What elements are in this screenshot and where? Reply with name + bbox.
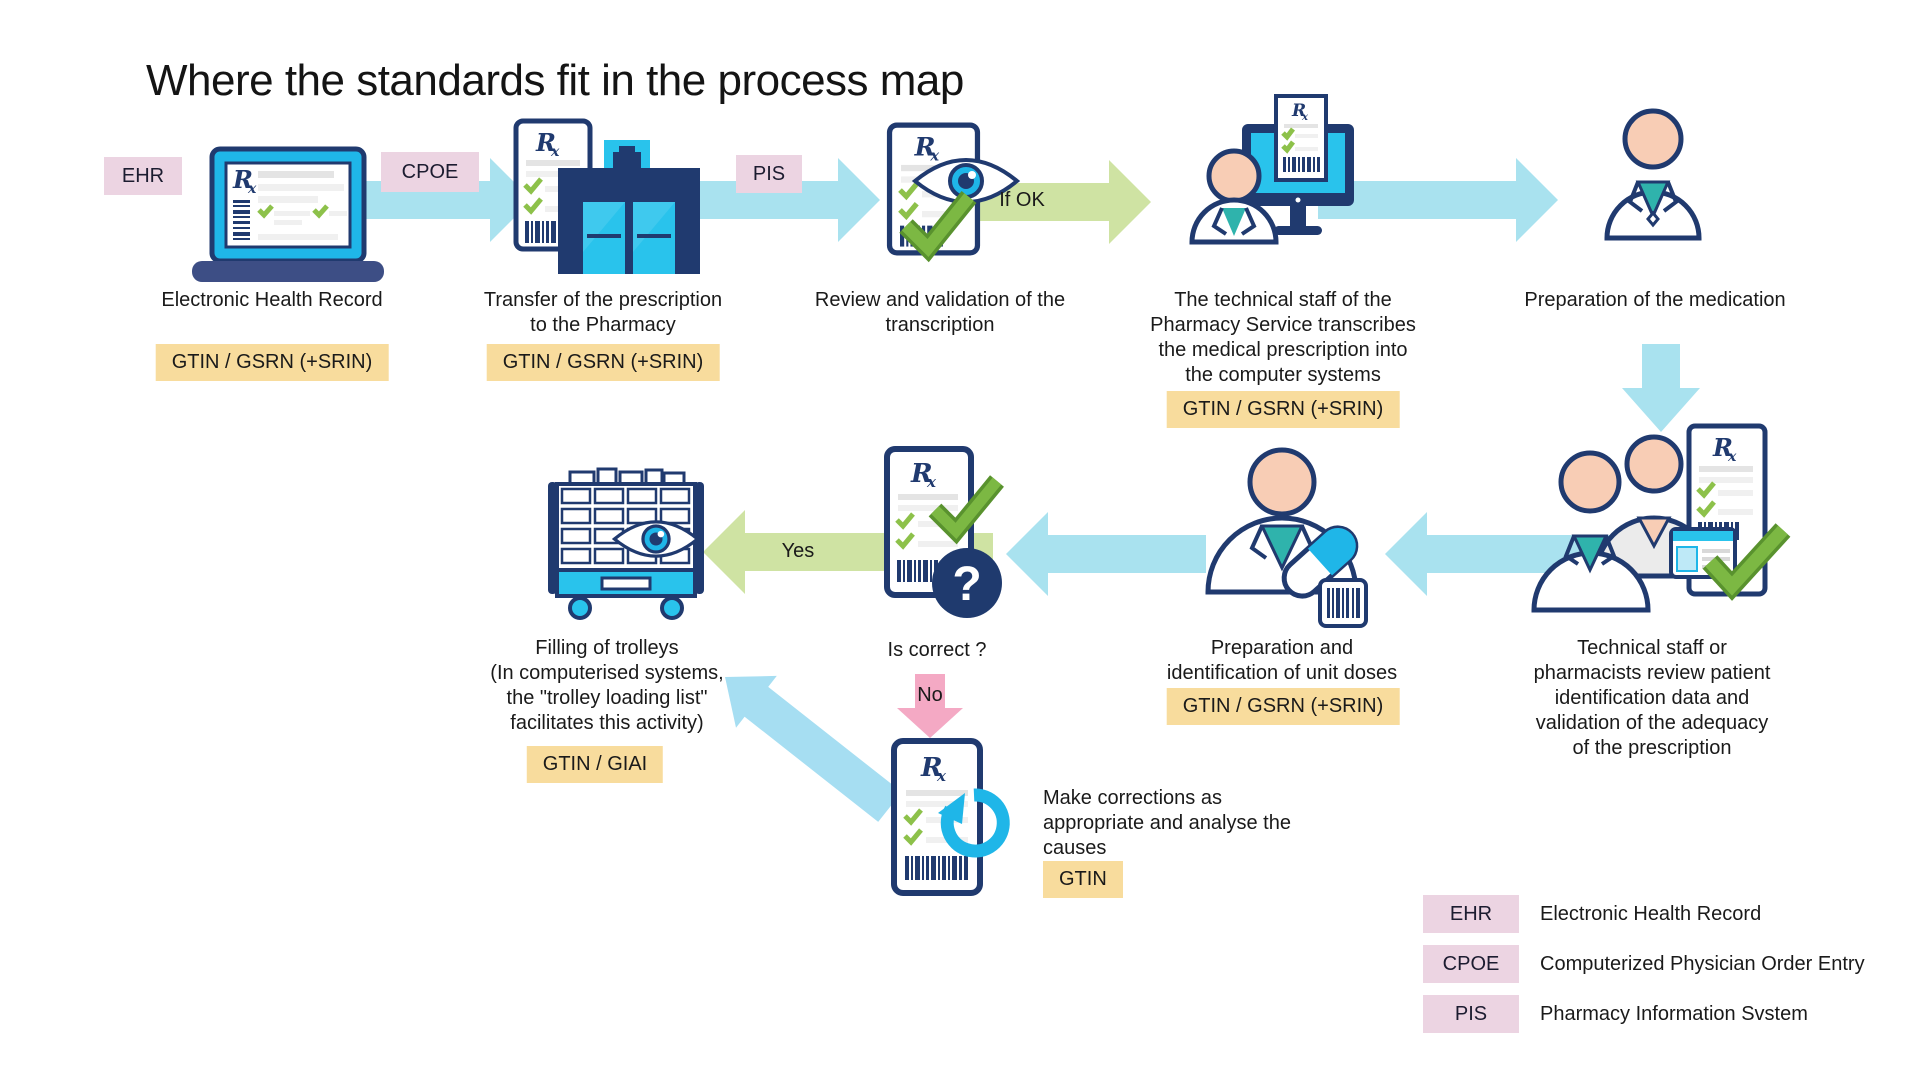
yes-label: Yes <box>781 540 815 562</box>
badge-transfer: GTIN / GSRN (+SRIN) <box>486 344 720 381</box>
page-title: Where the standards fit in the process m… <box>146 56 964 105</box>
eye-icon <box>611 520 701 558</box>
caption-corrections: Make corrections as appropriate and anal… <box>1043 787 1291 859</box>
pill-icon <box>1281 525 1359 599</box>
svg-text:R: R <box>1291 101 1306 121</box>
tag-cpoe: CPOE <box>381 152 479 192</box>
caption-prepare-medication: Preparation of the medication <box>1524 289 1786 311</box>
tag-pis: PIS <box>736 155 802 193</box>
svg-text:x: x <box>1727 449 1737 465</box>
legend-tag-cpoe: CPOE <box>1423 945 1519 983</box>
trolley-icon <box>548 467 704 620</box>
tag-pis-label: PIS <box>752 162 786 185</box>
arrow-to-unit-doses <box>1385 512 1630 596</box>
svg-text:x: x <box>929 148 939 165</box>
legend-tag-ehr-label: EHR <box>1449 902 1493 925</box>
arrow-down-to-review-identification <box>1622 344 1700 432</box>
pharmacist-pill-icon <box>1205 447 1368 628</box>
legend-tag-pis: PIS <box>1423 995 1519 1033</box>
badge-transcribe: GTIN / GSRN (+SRIN) <box>1166 391 1400 428</box>
badge-unit-doses: GTIN / GSRN (+SRIN) <box>1166 688 1400 725</box>
arrow-corrections-to-trolleys <box>725 675 902 822</box>
arrow-pharmacy-to-review <box>698 158 880 242</box>
svg-text:R: R <box>232 165 253 194</box>
legend-label-ehr: Electronic Health Record <box>1540 903 1762 925</box>
prescription-icon: Rx <box>891 738 983 896</box>
caption-review: Review and validation of the transcripti… <box>814 289 1066 336</box>
arrow-ehr-to-pharmacy <box>356 158 532 242</box>
no-label: No <box>917 684 943 706</box>
checkmark-icon <box>899 191 977 263</box>
laptop-icon: Rx <box>192 146 384 282</box>
arrow-if-ok <box>933 160 1151 244</box>
arrow-no <box>897 674 963 738</box>
caption-ehr: Electronic Health Record <box>161 289 383 311</box>
caption-is-correct: Is correct ? <box>887 639 987 661</box>
arrow-yes <box>703 510 993 594</box>
caption-transcribe: The technical staff of the Pharmacy Serv… <box>1150 289 1416 386</box>
tag-ehr-label: EHR <box>121 164 165 187</box>
badge-ehr: GTIN / GSRN (+SRIN) <box>155 344 389 381</box>
svg-text:R: R <box>910 459 933 489</box>
arrow-to-is-correct <box>1006 512 1206 596</box>
svg-text:x: x <box>247 181 257 197</box>
pharmacists-review-icon: Rx <box>1531 423 1791 613</box>
legend-tag-cpoe-label: CPOE <box>1442 952 1500 975</box>
technical-staff-computer-icon: Rx <box>1189 94 1354 245</box>
legend-tag-pis-label: PIS <box>1454 1002 1488 1025</box>
legend-tag-ehr: EHR <box>1423 895 1519 933</box>
checkmark-icon <box>928 475 1004 545</box>
svg-text:x: x <box>926 473 937 491</box>
badge-corrections: GTIN <box>1043 861 1123 898</box>
barcode-label-icon <box>1318 578 1368 628</box>
svg-text:R: R <box>535 128 556 157</box>
svg-text:x: x <box>936 767 947 785</box>
caption-transfer: Transfer of the prescription to the Phar… <box>483 289 723 336</box>
svg-text:R: R <box>914 132 936 162</box>
svg-text:x: x <box>550 144 560 160</box>
arrow-transcribe-to-preparation <box>1318 158 1558 242</box>
svg-text:R: R <box>920 753 943 783</box>
caption-unit-doses: Preparation and identification of unit d… <box>1166 637 1398 684</box>
tag-cpoe-label: CPOE <box>401 160 459 183</box>
svg-text:x: x <box>1301 112 1309 123</box>
tag-ehr: EHR <box>104 157 182 195</box>
question-mark-icon: ? <box>932 548 1002 618</box>
doctor-icon <box>1604 108 1702 241</box>
svg-text:R: R <box>1712 433 1733 462</box>
svg-text:?: ? <box>952 558 981 611</box>
pharmacy-building-icon <box>558 140 700 274</box>
caption-fill-trolleys: Filling of trolleys (In computerised sys… <box>490 637 724 734</box>
if-ok-label: If OK <box>999 189 1045 211</box>
refresh-arrow-icon <box>938 788 1010 858</box>
badge-fill-trolleys: GTIN / GIAI <box>526 746 664 783</box>
legend-label-pis: Pharmacy Information Svstem <box>1540 1003 1808 1025</box>
caption-review-identification: Technical staff or pharmacists review pa… <box>1533 637 1771 759</box>
legend-label-cpoe: Computerized Physician Order Entry <box>1540 953 1865 975</box>
